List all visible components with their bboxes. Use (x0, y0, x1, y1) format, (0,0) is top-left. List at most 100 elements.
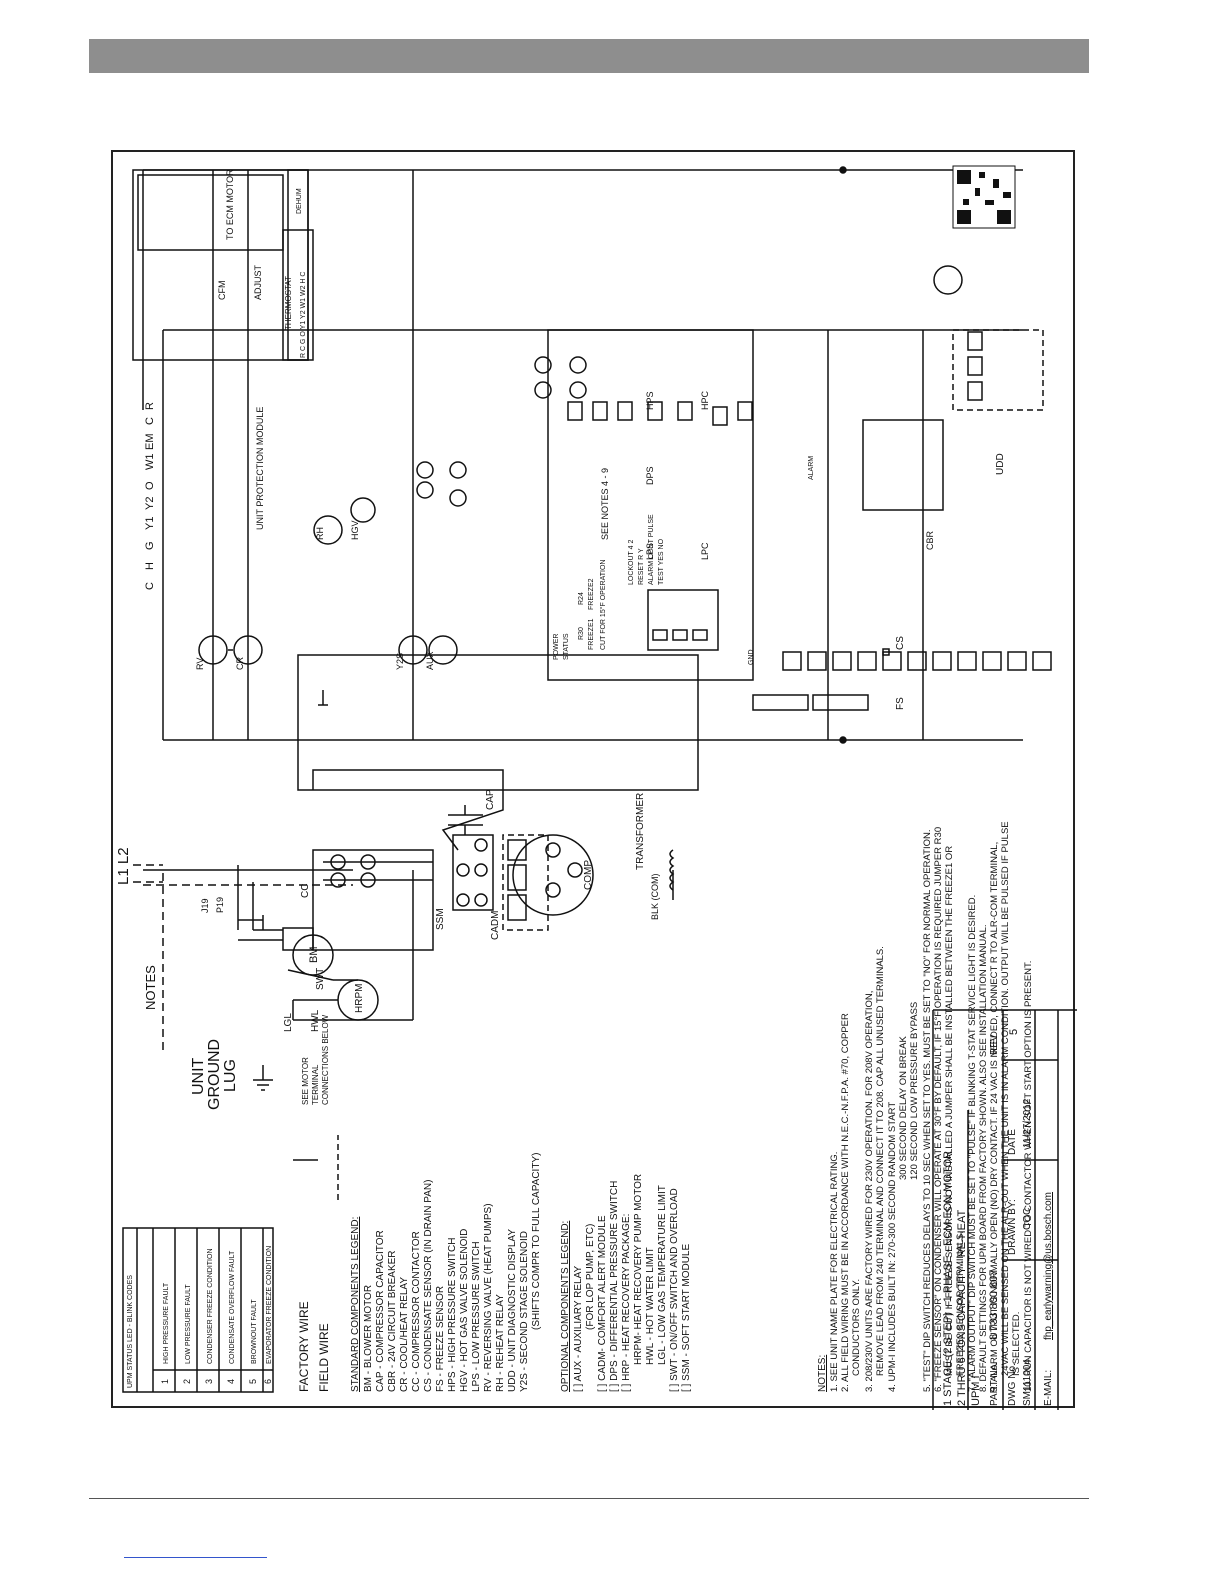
legend-item: RV - REVERSING VALVE (HEAT PUMPS) (483, 1203, 494, 1392)
blink-code: 2 (182, 1379, 192, 1384)
legend-item: [ ] DPS - DIFFERENTIAL PRESSURE SWITCH (609, 1181, 620, 1392)
email-label: E-MAIL: (1043, 1370, 1054, 1406)
blk-com-label: BLK (COM) (650, 873, 660, 920)
blink-table-title: UPM STATUS LED - BLINK CODES (127, 1275, 134, 1388)
comp-label: COMP (583, 860, 594, 890)
cr-label: CR (235, 657, 245, 670)
thermostat-terminals: R C G O Y1 Y2 W1 W2 H C (300, 272, 307, 359)
rev-label: REV (989, 1034, 1000, 1055)
footer-link-underline (124, 1557, 267, 1558)
unit-ground-lug-label: UNIT (190, 1057, 207, 1095)
title-block: 1 STAGE (2 STEP) - 1 PHASE - ECM EON MOT… (942, 1029, 1054, 1406)
gnd-label: GND (748, 649, 755, 665)
field-wire-label: FIELD WIRE (317, 1323, 331, 1392)
legend-item: HGV - HOT GAS VALVE SOLENOID (459, 1229, 470, 1392)
terminal-label: R (144, 402, 156, 410)
note-line: REMOVE LEAD FROM 240 TERMINAL AND CONNEC… (875, 946, 886, 1376)
title-line: UPM I (970, 1375, 982, 1406)
terminal-label: C (144, 417, 156, 425)
ecm-board (132, 169, 309, 361)
title-line: 1 STAGE (2 STEP) - 1 PHASE - ECM EON MOT… (942, 1151, 954, 1406)
terminal-label: Y2 (144, 497, 156, 510)
hpc-label: HPC (700, 390, 710, 410)
p19-label: P19 (215, 897, 225, 913)
lpc-label: LPC (700, 542, 710, 560)
factory-wire-label: FACTORY WIRE (297, 1301, 311, 1392)
udd-display (862, 419, 944, 511)
left-terminals: R C EM W1 O Y2 Y1 G H C (144, 402, 156, 590)
note-line: 300 SECOND DELAY ON BREAK (898, 1036, 909, 1180)
bm-label: BM (308, 947, 320, 964)
note-line: 10. RUN CAPACITOR IS NOT WIRED TO CONTAC… (1023, 961, 1034, 1392)
legend-item: HPS - HIGH PRESSURE SWITCH (447, 1238, 458, 1392)
freeze2-label: FREEZE2 (588, 578, 595, 610)
blink-label: CONDENSATE OVERFLOW FAULT (229, 1250, 236, 1364)
unit-ground-lug-label: GROUND (206, 1039, 223, 1110)
part-no-label: PART No. (989, 1362, 1000, 1406)
rotated-diagram: UPM STATUS LED - BLINK CODES 1 HIGH PRES… (113, 152, 1077, 1410)
note-line: 3. 208/230V UNITS ARE FACTORY WIRED FOR … (864, 991, 875, 1392)
note-line: 6. "FREEZE SENSOR" ON CONDENSER WILL OPE… (933, 827, 944, 1392)
note-line: 2. ALL FIELD WIRING MUST BE IN ACCORDANC… (840, 1013, 851, 1392)
legend-item: [ ] SSM - SOFT START MODULE (681, 1244, 692, 1392)
see-motor-label: TERMINAL (311, 1064, 320, 1105)
legend-item: HRPM- HEAT RECOVERY PUMP MOTOR (633, 1174, 644, 1365)
dps-label: DPS (645, 466, 655, 485)
legend-item: LGL - LOW GAS TEMPERATURE LIMIT (657, 1185, 668, 1365)
legend-item: BM - BLOWER MOTOR (363, 1285, 374, 1392)
legend-item: CC - COMPRESSOR CONTACTOR (411, 1231, 422, 1392)
rh-label: RH (315, 527, 325, 540)
dip-reset-label: RESET R Y (638, 548, 645, 585)
rv-label: RV (195, 658, 205, 670)
legend-item: UDD - UNIT DIAGNOSTIC DISPLAY (507, 1229, 518, 1392)
lgl-label: LGL (283, 1013, 294, 1032)
compressor (512, 834, 594, 916)
blink-code: 6 (263, 1379, 273, 1384)
lps-label: LPS (645, 543, 655, 560)
see-notes-label: SEE NOTES 4 - 9 (600, 468, 610, 540)
blink-label: HIGH PRESSURE FAULT (163, 1282, 170, 1364)
email-value: fhp_earlywarning@us.bosch.com (1043, 1192, 1054, 1340)
note-line: MUST BE CUT IF FREEZE SENSOR IS NOT INST… (944, 846, 955, 1376)
header-bar (89, 39, 1089, 73)
dwg-value: SM111004 (1022, 1359, 1033, 1406)
dip-test-label: TEST YES NO (658, 538, 665, 585)
blink-code: 4 (226, 1379, 236, 1384)
legend-item: [ ] AUX - AUXILIARY RELAY (573, 1266, 584, 1392)
power-enclosure (297, 654, 699, 791)
legend-item: (SHIFTS COMPR TO FULL CAPACITY) (531, 1153, 542, 1330)
blink-code: 1 (160, 1379, 170, 1384)
terminal-label: C (144, 582, 156, 590)
terminal-label: H (144, 562, 156, 570)
aux-coil (428, 635, 458, 665)
terminal-label: W1 (144, 454, 156, 471)
blink-table-frame (122, 1227, 274, 1393)
dip-alarm-label: ALARM CONT PULSE (648, 514, 655, 585)
thermostat-label: THERMOSTAT (284, 276, 293, 330)
swt-label: SWT (315, 968, 326, 990)
blink-label: BROWNOUT FAULT (251, 1299, 258, 1364)
transformer-label: TRANSFORMER (635, 793, 646, 870)
cc-coil (933, 265, 963, 295)
hgv-coil (313, 515, 343, 545)
note-line: 24VAC WILL BE SENSED ON THE ALR-OUT WHEN… (1000, 821, 1011, 1376)
legend-item: Y2S - SECOND STAGE SOLENOID (519, 1231, 530, 1392)
alarm-label: ALARM (808, 456, 815, 480)
cap-label: CAP (485, 789, 496, 810)
title-line: 2 THRU 6 TONS CAPACITY - RE-HEAT (956, 1210, 968, 1406)
cs-label: CS (895, 636, 906, 650)
drawn-label: DRAWN BY: (1007, 1199, 1018, 1255)
r30-label: R30 (578, 627, 585, 640)
cut15-label: CUT FOR 15°F OPERATION (599, 560, 607, 650)
note-line: 5. "TEST" DIP SWITCH REDUCES DELAYS TO 1… (922, 830, 933, 1393)
see-motor-label: SEE MOTOR (301, 1057, 310, 1105)
note-line: 120 SECOND LOW PRESSURE BYPASS (909, 1002, 920, 1180)
power-label: POWER (553, 634, 560, 660)
note-line: CONDUCTORS ONLY. (851, 1279, 862, 1376)
to-ecm-motor-label: TO ECM MOTOR (225, 169, 235, 240)
blink-label: CONDENSER FREEZE CONDITION (207, 1248, 214, 1364)
rev-value: 5 (1008, 1029, 1020, 1035)
upm-label: UNIT PROTECTION MODULE (255, 407, 265, 530)
freeze1-label: FREEZE1 (588, 618, 595, 650)
blink-label: LOW PRESSURE FAULT (185, 1284, 192, 1364)
